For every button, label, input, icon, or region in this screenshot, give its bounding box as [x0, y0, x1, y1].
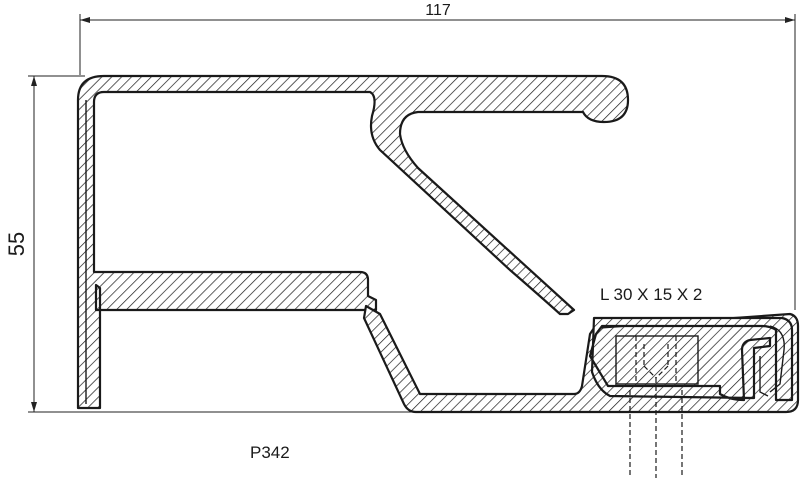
- angle-label: L 30 X 15 X 2: [600, 285, 702, 304]
- right-clip-inner: [759, 356, 769, 397]
- width-dimension-label: 117: [425, 2, 451, 19]
- fastener: [615, 335, 699, 478]
- height-dimension: 55: [4, 75, 420, 413]
- aluminium-profile: [76, 74, 800, 414]
- right-clip: [769, 325, 785, 393]
- nut-block: [615, 335, 699, 385]
- profile-code-label: P342: [250, 443, 290, 462]
- top-flange: [76, 74, 630, 410]
- height-dimension-label: 55: [4, 232, 29, 256]
- width-dimension: 117: [79, 2, 796, 310]
